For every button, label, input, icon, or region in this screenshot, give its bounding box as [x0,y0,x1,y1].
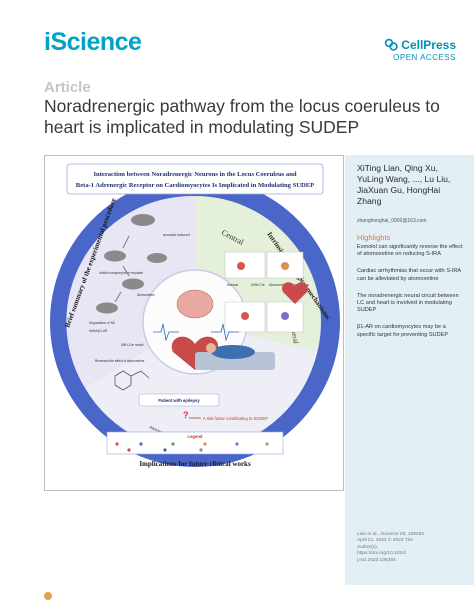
acoustic-label: acoustic induced [163,233,190,237]
patient-label-box [138,393,220,407]
figure-title-line-1: Interaction between Noradrenergic Neuron… [93,171,296,178]
step-1-label: Inhibit norepinephrine reuptake [99,271,143,275]
legend-box [106,431,284,455]
highlight-item: Esmolol can significantly reverse the ef… [357,244,463,258]
procedure-arrows [114,235,130,303]
publisher-name: CellPress [401,38,456,52]
step-6-label: DBH-Cre model [121,343,144,347]
corresponding-email[interactable]: zhanghonghai_0902@163.com [357,218,427,224]
implications-label: Implications for future clinical works [139,460,251,468]
molecule-structure [114,370,150,391]
graphical-abstract: Interaction between Noradrenergic Neuron… [44,155,344,491]
step-3-label: Degradation of NE [89,321,115,325]
article-title: Noradrenergic pathway from the locus coe… [44,96,440,137]
highlight-item: The noradrenergic neural circuit between… [357,292,459,314]
mini-panels [224,251,304,333]
legend-swatches [115,442,269,452]
legend-title: Legend [188,434,203,439]
patient-icon [211,345,255,359]
sidebar-panel: XiTing Lian, Qing Xu, YuLing Wang, ..., … [345,155,474,585]
highlights-heading: Highlights [357,233,391,242]
graphical-abstract-svg: Interaction between Noradrenergic Neuron… [50,163,340,468]
mini-label-dbh: DBH-Cre [251,283,265,287]
patient-head [206,343,216,353]
open-access-label: OPEN ACCESS [393,53,456,62]
cellpress-badge: CellPress OPEN ACCESS [384,38,456,62]
step-2-label: Atomoxetine [137,293,155,297]
central-heart-icon [171,336,219,370]
title-banner [66,163,324,195]
citation-line: April 21, 2023 © 2023 The [357,538,413,544]
mini-label-normal: Normal [227,283,238,287]
journal-logo: iScience [44,28,142,56]
citation-line: Lian et al., iScience 26, 106284 [357,532,424,537]
question-mark: ? [183,410,189,420]
ecg-trace-right [211,323,239,342]
highlight-item: β1-AR on cardiomyocytes may be a specifi… [357,324,449,338]
risk-label: A risk factor contributing to SUDEP [203,416,268,421]
step-5-label: Reversed the effect of atomoxetine [95,359,145,363]
article-type: Article [44,79,91,96]
hospital-bed [195,352,275,370]
authors: XiTing Lian, Qing Xu, YuLing Wang, ..., … [357,163,451,206]
highlight-item: Cardiac arrhythmias that occur with S-IR… [357,268,461,282]
check-updates-icon[interactable] [44,592,52,600]
figure-title-line-2: Beta-1 Adrenergic Receptor on Cardiomyoc… [76,182,314,189]
cellpress-icon [385,38,398,51]
mouse-icons [96,214,167,314]
ecg-trace-left [153,323,179,342]
brain-icon [176,289,214,319]
doi-link[interactable]: j.isci.2023.106284 [357,557,396,563]
heart-icon [282,282,308,304]
patient-label: Patient with epilepsy [158,398,200,403]
doi-link[interactable]: https://doi.org/10.1016/ [357,551,407,557]
citation-line: Author(s). [357,544,379,550]
step-4-label: Inhibit β1-AR [89,329,108,333]
citation: Lian et al., iScience 26, 106284 April 2… [357,532,467,564]
